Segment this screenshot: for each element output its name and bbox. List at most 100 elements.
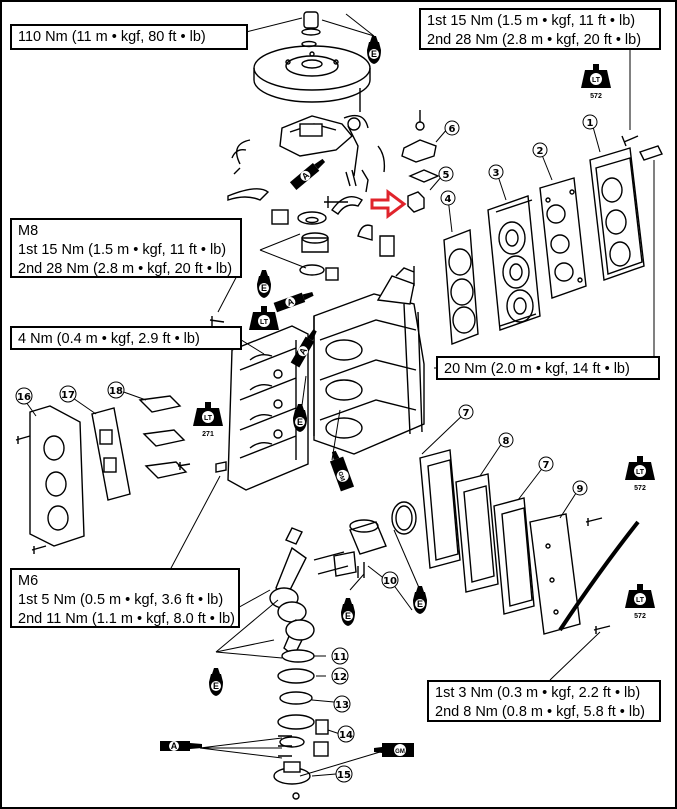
part-marker-8: 8 [498,432,514,448]
line-art [15,11,663,800]
head-cover-1 [589,147,645,281]
piston [313,519,387,578]
exhaust-gasket-7a [419,449,461,569]
grease-gm-icon: GM [329,450,355,492]
part-marker-16: 16 [15,387,33,405]
grease-symbol-label: E [297,417,303,427]
grease-a-icon: A [160,741,202,751]
part-marker-2: 2 [532,142,548,158]
grease-a-icon: A [290,329,317,368]
grease-e-icon: E [341,598,355,626]
part-number-label: 12 [333,672,347,683]
grease-symbol-label: GM [395,749,405,755]
torque-text-2nd: 2nd 28 Nm (2.8 m • kgf, 20 ft • lb) [427,32,642,48]
part-marker-14: 14 [337,725,355,743]
grease-symbol-label: A [300,170,312,182]
grease-a-symbols: A A A A [160,158,326,751]
callout-m6: M6 1st 5 Nm (0.5 m • kgf, 3.6 ft • lb) 2… [10,568,240,628]
grease-e-icon: E [367,36,381,64]
part-number-label: 2 [537,146,544,157]
part-number-label: 7 [463,408,470,419]
part-number-label: 13 [335,700,349,711]
callout-20nm: 20 Nm (2.0 m • kgf, 14 ft • lb) [436,356,660,380]
exhaust-cover-16 [15,405,85,554]
part-number-label: 17 [61,390,75,401]
grease-symbol-label: A [286,296,296,308]
part-number-label: 18 [109,386,123,397]
reed-valve-18 [138,395,191,479]
leader-lines [25,13,655,777]
part-number-label: 4 [445,194,452,205]
torque-text-1st: 1st 5 Nm (0.5 m • kgf, 3.6 ft • lb) [18,592,224,608]
callout-flywheel-nut: 110 Nm (11 m • kgf, 80 ft • lb) [10,24,248,50]
grease-symbol-label: E [371,49,377,59]
part-number-label: 8 [503,436,510,447]
part-number-label: 3 [493,168,500,179]
part-number-label: 11 [333,652,347,663]
part-marker-7b: 7 [538,456,554,472]
part-marker-5: 5 [438,166,454,182]
loctite-label: LT [592,77,601,84]
callout-m8: M8 1st 15 Nm (1.5 m • kgf, 11 ft • lb) 2… [10,218,242,278]
crankshaft [269,527,315,658]
part-number-label: 7 [543,460,550,471]
part-marker-6: 6 [444,120,460,136]
loctite-number: 572 [590,93,602,100]
loctite-572-icon: LT 572 [581,64,611,100]
cylinder-head-gasket-2 [539,177,587,299]
part-number-label: 9 [577,484,584,495]
part-number-label: 10 [383,576,397,587]
loctite-label: LT [260,319,269,326]
part-number-label: 16 [17,392,31,403]
cylinder-block [313,266,425,455]
part-number-label: 1 [587,118,594,129]
loctite-number: 572 [634,485,646,492]
part-marker-13: 13 [333,695,351,713]
crankcase-left [209,316,309,491]
cylinder-head-gasket-4 [443,229,479,345]
part-number-label: 6 [449,124,456,135]
exhaust-plate-8 [455,473,499,593]
flywheel [253,11,371,103]
grease-symbol-label: A [171,741,178,751]
loctite-number: 572 [634,613,646,620]
exhaust-cover-9 [529,513,611,635]
torque-text-1st: 1st 15 Nm (1.5 m • kgf, 11 ft • lb) [427,13,636,29]
cylinder-head-3 [487,195,541,331]
torque-text-1st: 1st 3 Nm (0.3 m • kgf, 2.2 ft • lb) [435,685,641,701]
bolt-size-label: M6 [18,573,39,589]
part-marker-1: 1 [582,114,598,130]
grease-a-icon: A [273,291,314,313]
grease-symbol-label: E [345,611,351,621]
loctite-271-icon: LT 271 [193,402,223,438]
grease-symbol-label: E [261,283,267,293]
grease-a-icon: A [289,158,326,190]
part-marker-12: 12 [331,667,349,685]
part-number-markers: 1 2 3 4 5 6 7 8 7 9 10 11 12 13 14 15 16… [15,114,598,783]
callout-cover-bolt: 1st 3 Nm (0.3 m • kgf, 2.2 ft • lb) 2nd … [427,680,661,722]
part-marker-3: 3 [488,164,504,180]
grease-gm-icon: GM [374,743,414,757]
grease-e-icon: E [413,586,427,614]
part-marker-15: 15 [335,765,353,783]
gasket-17 [91,407,131,501]
part-marker-9: 9 [572,480,588,496]
grease-symbol-label: A [297,345,309,356]
stator-assembly [231,88,386,193]
part-number-label: 14 [339,730,353,741]
callout-4nm: 4 Nm (0.4 m • kgf, 2.9 ft • lb) [10,326,242,350]
part-marker-18: 18 [107,381,125,399]
part-number-label: 15 [337,770,351,781]
torque-text: 110 Nm (11 m • kgf, 80 ft • lb) [18,29,206,45]
loctite-label: LT [204,415,213,422]
loctite-572-icon: LT 572 [625,456,655,492]
part-marker-4: 4 [440,190,456,206]
torque-text-2nd: 2nd 8 Nm (0.8 m • kgf, 5.8 ft • lb) [435,704,646,720]
torque-text-1st: 1st 15 Nm (1.5 m • kgf, 11 ft • lb) [18,242,227,258]
part-marker-11: 11 [331,647,349,665]
loctite-label: LT [636,469,645,476]
grease-e-icon: E [209,668,223,696]
loctite-number: 271 [202,431,214,438]
